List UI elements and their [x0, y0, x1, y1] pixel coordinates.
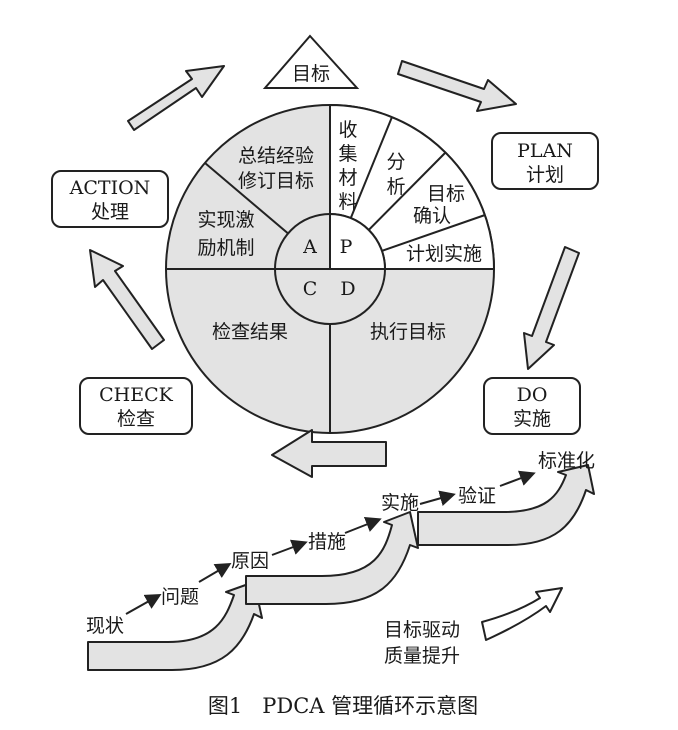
seg-reward-2: 励机制 — [197, 237, 254, 259]
step-link-2 — [198, 562, 232, 583]
seg-analyze-2: 析 — [386, 176, 405, 198]
action-box: ACTION 处理 — [51, 170, 169, 228]
step-3: 措施 — [308, 531, 346, 553]
pdca-wheel: P A C D 收 集 材 料 分 析 目标 确认 计划实施 总结经验 修订目标… — [165, 103, 496, 434]
arrow-check-to-action — [89, 249, 165, 350]
outline-arrow-icon — [481, 587, 563, 641]
step-0: 现状 — [86, 615, 124, 637]
goal-triangle: 目标 — [262, 34, 360, 89]
stair-ribbon-1 — [87, 581, 263, 671]
action-zh: 处理 — [91, 201, 129, 223]
step-labels: 现状 问题 原因 措施 实施 验证 标准化 — [86, 450, 595, 637]
check-en: CHECK — [99, 384, 174, 406]
center-d: D — [340, 278, 355, 300]
center-p: P — [340, 236, 353, 258]
plan-box: PLAN 计划 — [491, 132, 599, 190]
drive-line-2: 质量提升 — [384, 645, 460, 667]
seg-summary-2: 修订目标 — [238, 170, 314, 192]
plan-en: PLAN — [517, 140, 573, 162]
arrow-goal-to-plan — [397, 60, 517, 112]
stair-ribbon-3 — [417, 464, 595, 546]
do-en: DO — [517, 384, 548, 406]
do-zh: 实施 — [513, 408, 551, 430]
seg-confirm-2: 确认 — [413, 205, 451, 227]
step-6: 标准化 — [538, 450, 595, 472]
seg-collect-4: 料 — [338, 191, 357, 213]
arrow-do-to-check — [271, 429, 387, 478]
drive-line-1: 目标驱动 — [384, 619, 460, 641]
do-box: DO 实施 — [483, 377, 581, 435]
check-box: CHECK 检查 — [79, 377, 193, 435]
arrow-action-to-goal — [127, 65, 225, 131]
seg-collect-2: 集 — [338, 143, 357, 165]
step-link-6 — [499, 470, 536, 487]
seg-collect-1: 收 — [338, 119, 357, 141]
action-en: ACTION — [69, 177, 151, 199]
step-link-1 — [125, 594, 162, 615]
seg-check: 检查结果 — [212, 321, 288, 343]
figure-caption: 图1 PDCA 管理循环示意图 — [208, 694, 478, 718]
stair-ribbon-2 — [245, 511, 419, 605]
seg-execute: 执行目标 — [370, 321, 446, 343]
seg-analyze-1: 分 — [386, 151, 405, 173]
step-link-3 — [271, 539, 308, 556]
seg-plan-impl: 计划实施 — [406, 243, 482, 265]
center-a: A — [302, 236, 317, 258]
step-1: 问题 — [161, 586, 199, 608]
center-c: C — [303, 278, 318, 300]
plan-zh: 计划 — [526, 164, 564, 186]
step-5: 验证 — [458, 485, 496, 507]
seg-confirm-1: 目标 — [427, 183, 465, 205]
step-link-5 — [419, 490, 456, 506]
goal-label: 目标 — [292, 63, 330, 85]
seg-summary-1: 总结经验 — [238, 145, 314, 167]
seg-reward-1: 实现激 — [197, 209, 254, 231]
staircase — [87, 464, 595, 671]
inner-p-quadrant — [329, 212, 387, 270]
arrow-plan-to-do — [523, 246, 580, 370]
step-2: 原因 — [231, 550, 269, 572]
seg-collect-3: 材 — [338, 167, 357, 189]
check-zh: 检查 — [117, 408, 155, 430]
step-link-4 — [344, 516, 382, 534]
step-4: 实施 — [381, 492, 419, 514]
